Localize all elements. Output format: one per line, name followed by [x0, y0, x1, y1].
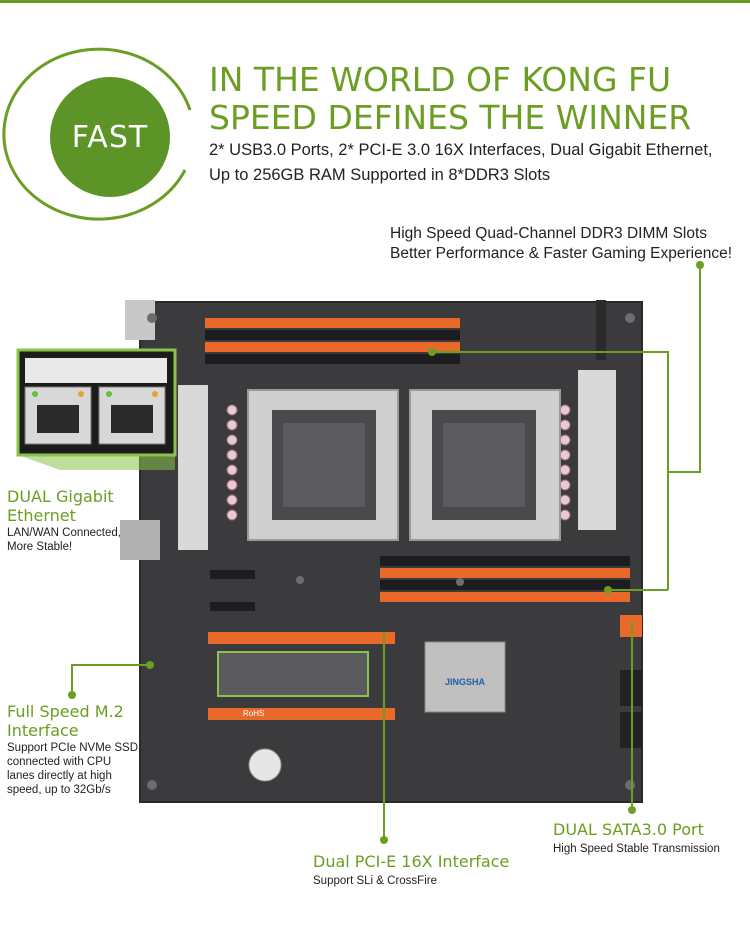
m2-slot	[217, 651, 369, 697]
m2-desc-line-2: connected with CPU	[7, 756, 112, 768]
fast-badge-label: FAST	[71, 119, 149, 155]
ethernet-title-line-2: Ethernet	[7, 506, 76, 525]
chipset-label: JINGSHA	[445, 677, 486, 687]
ethernet-desc-line-2: More Stable!	[7, 541, 73, 553]
pcie-desc: Support SLi & CrossFire	[313, 875, 437, 887]
dimm-callout-line-2: Better Performance & Faster Gaming Exper…	[390, 245, 733, 262]
top-rule	[0, 0, 750, 3]
ethernet-desc-line-1: LAN/WAN Connected,	[7, 527, 121, 539]
badge-ring	[2, 47, 192, 221]
m2-desc-line-1: Support PCIe NVMe SSD	[7, 742, 139, 754]
subtitle-line-1: 2* USB3.0 Ports, 2* PCI-E 3.0 16X Interf…	[209, 141, 713, 159]
subtitle-line-2: Up to 256GB RAM Supported in 8*DDR3 Slot…	[209, 166, 551, 184]
dimm-slots-top	[205, 318, 460, 364]
headline-line-1: IN THE WORLD OF KONG FU	[209, 60, 672, 99]
m2-title-line-2: Interface	[7, 721, 79, 740]
pcie-slots	[208, 570, 395, 720]
cpu-socket-1	[247, 389, 399, 541]
fast-badge: FAST	[50, 77, 170, 197]
m2-desc-line-4: speed, up to 32Gb/s	[7, 784, 111, 796]
headline-line-2: SPEED DEFINES THE WINNER	[209, 98, 692, 137]
m2-desc-line-3: lanes directly at high	[7, 770, 112, 782]
dimm-slots-bottom	[380, 556, 630, 602]
pcie-title: Dual PCI-E 16X Interface	[313, 852, 510, 871]
m2-title-line-1: Full Speed M.2	[7, 702, 124, 721]
chipset-heatsink	[424, 641, 506, 713]
rohs-label: RoHS	[243, 709, 264, 718]
ethernet-title-line-1: DUAL Gigabit	[7, 487, 114, 506]
ethernet-zoom	[16, 348, 177, 470]
sata-desc: High Speed Stable Transmission	[553, 843, 720, 855]
cpu-socket-2	[409, 389, 561, 541]
dimm-callout-line-1: High Speed Quad-Channel DDR3 DIMM Slots	[390, 225, 708, 242]
sata-title: DUAL SATA3.0 Port	[553, 820, 704, 839]
pcb	[140, 302, 642, 802]
